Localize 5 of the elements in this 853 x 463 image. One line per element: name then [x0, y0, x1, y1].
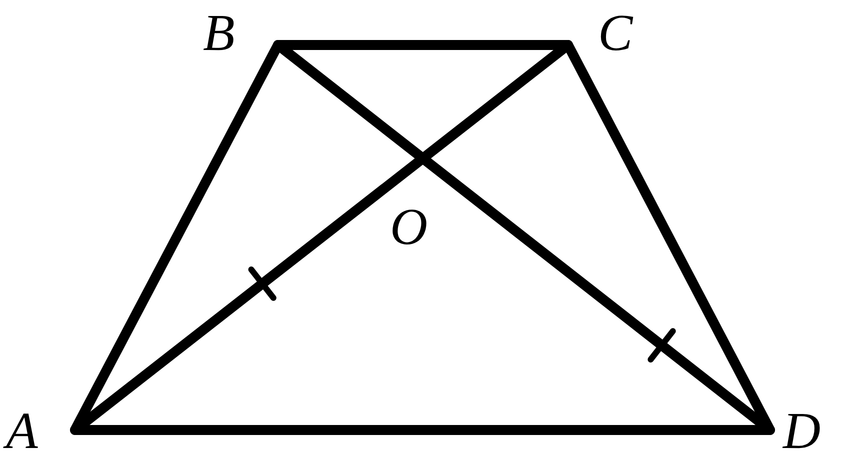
vertex-label: C — [597, 8, 634, 60]
vertex-label: B — [202, 8, 236, 60]
vertex-label: O — [389, 202, 429, 254]
vertex-label: A — [2, 406, 42, 458]
vertex-label: D — [782, 406, 822, 458]
